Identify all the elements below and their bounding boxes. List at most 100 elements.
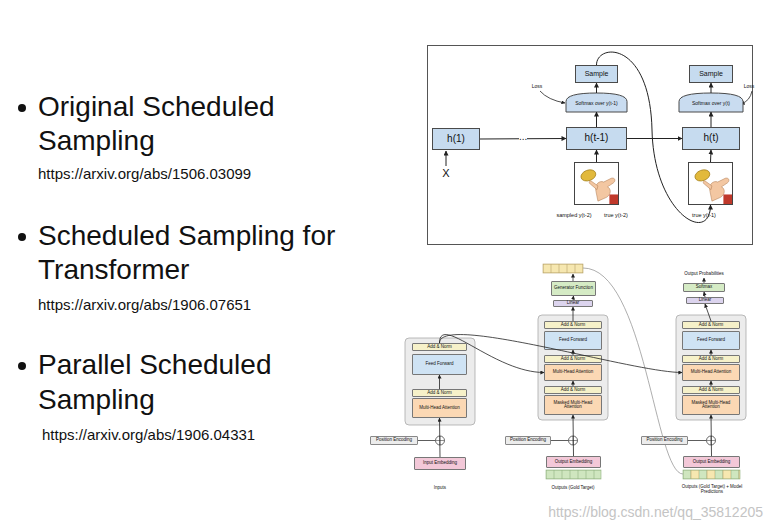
add-symbol: [707, 436, 716, 445]
input-arrow: [446, 151, 447, 166]
bullet-dot: [18, 104, 26, 112]
flow-arrow: [705, 304, 711, 321]
input-caption: true y(t-2): [596, 213, 636, 219]
box-text: Multi-Head Attention: [691, 370, 732, 375]
box-text: Multi-Head Attention: [553, 370, 594, 375]
flow-arrow: [627, 138, 682, 139]
input-caption: sampled y(t-2): [551, 213, 597, 219]
box-text: Linear: [567, 301, 580, 306]
token-cells: [683, 470, 740, 479]
output-label: Output Probabilities: [678, 271, 730, 276]
paper-link: https://arxiv.org/abs/1906.07651: [38, 296, 358, 314]
box-text: Input Embedding: [423, 461, 457, 466]
input-caption: true y(t-1): [682, 213, 726, 219]
bullet-dot: [18, 362, 26, 370]
state-box: h(1): [432, 128, 480, 150]
softmax-outline: [566, 93, 627, 112]
box-text: Add & Norm: [561, 388, 586, 393]
layer-box: Generator Function: [551, 281, 596, 296]
sleeve: [723, 194, 732, 204]
box-text: Feed Forward: [559, 338, 587, 343]
box-text: Add & Norm: [699, 388, 724, 393]
coin-picture: [689, 163, 732, 204]
layer-box: Masked Multi-Head Attention: [682, 395, 740, 415]
box-text: Masked Multi-Head Attention: [545, 401, 601, 410]
layer-box: Linear: [686, 297, 724, 304]
loss-label: Loss: [741, 83, 757, 89]
layer-box: Masked Multi-Head Attention: [544, 395, 602, 415]
box-text: Feed Forward: [425, 362, 453, 367]
box-text: h(t): [704, 133, 719, 144]
layer-box: Position Encoding: [641, 436, 688, 445]
flow-arrow: [439, 375, 440, 389]
layer-box: Add & Norm: [544, 355, 602, 363]
flow-arrow: [596, 83, 597, 93]
layer-box: Multi-Head Attention: [412, 398, 467, 418]
box-text: Sample: [699, 70, 723, 77]
box-text: Output Embedding: [555, 460, 593, 465]
output-label: Outputs (Gold Target): [541, 485, 605, 490]
thumb: [703, 181, 712, 190]
output-label: Outputs (Gold Target) + Model Prediction…: [674, 484, 750, 494]
flow-arrow: [711, 415, 713, 456]
box-text: Softmax: [696, 285, 713, 290]
box-text: Multi-Head Attention: [419, 406, 460, 411]
add-symbol: [436, 436, 445, 445]
paper-link: https://arxiv.org/abs/1906.04331: [42, 426, 362, 444]
position-wire: [551, 440, 569, 441]
flow-arrow: [596, 150, 597, 162]
layer-box: Add & Norm: [544, 386, 602, 394]
layer-box: Feed Forward: [412, 354, 467, 375]
box-text: h(1): [447, 134, 465, 145]
position-wire: [418, 440, 436, 441]
layer-box: Add & Norm: [682, 386, 740, 394]
coin: [693, 168, 711, 183]
token-cells: [546, 470, 601, 479]
thumb: [589, 181, 598, 190]
probability-cells: [543, 264, 583, 273]
layer-box: Multi-Head Attention: [544, 364, 602, 381]
watermark: https://blog.csdn.net/qq_35812205: [505, 504, 763, 520]
layer-box: Output Embedding: [683, 456, 740, 468]
layer-box: Multi-Head Attention: [682, 364, 740, 381]
encoder-block: [405, 338, 475, 425]
softmax-box: Softmax over y(t-1): [566, 93, 627, 112]
add-symbol: [569, 436, 578, 445]
layer-box: Output Embedding: [546, 456, 601, 468]
state-box: h(t-1): [566, 127, 627, 150]
bullet-title: Scheduled Sampling for Transformer: [38, 219, 358, 287]
box-text: Add & Norm: [561, 323, 586, 328]
decoder-block: [676, 315, 746, 420]
flow-arrow: [573, 307, 574, 321]
box-text: Add & Norm: [699, 323, 724, 328]
box-text: Add & Norm: [427, 345, 452, 350]
box-text: Masked Multi-Head Attention: [683, 401, 739, 410]
coin-flip-box: true y(t-1): [688, 162, 733, 205]
sleeve: [609, 194, 618, 204]
loss-label: Loss: [527, 83, 547, 89]
edge-label: ...: [519, 132, 527, 142]
layer-box: Add & Norm: [682, 321, 740, 329]
box-text: Position Encoding: [510, 438, 546, 443]
layer-box: Softmax: [683, 283, 725, 292]
box-text: Generator Function: [554, 286, 593, 291]
layer-box: Add & Norm: [412, 389, 467, 397]
flow-arrow: [710, 150, 712, 162]
layer-box: Feed Forward: [544, 331, 602, 350]
box-text: Add & Norm: [427, 391, 452, 396]
box-text: Add & Norm: [699, 357, 724, 362]
input-symbol: X: [440, 167, 452, 179]
box-text: Softmax over y(t): [692, 101, 730, 106]
softmax-box: Softmax over y(t): [679, 93, 743, 112]
input-label: Inputs: [420, 485, 460, 490]
output-arrow: [573, 274, 574, 281]
bullet-title: Parallel Scheduled Sampling: [38, 347, 358, 417]
coin-picture: [575, 163, 618, 204]
box-text: Feed Forward: [697, 338, 725, 343]
state-box: h(t): [682, 127, 740, 150]
layer-box: Add & Norm: [682, 355, 740, 363]
box-text: Position Encoding: [646, 438, 682, 443]
sample-box: Sample: [575, 65, 618, 83]
layer-box: Position Encoding: [505, 436, 551, 445]
